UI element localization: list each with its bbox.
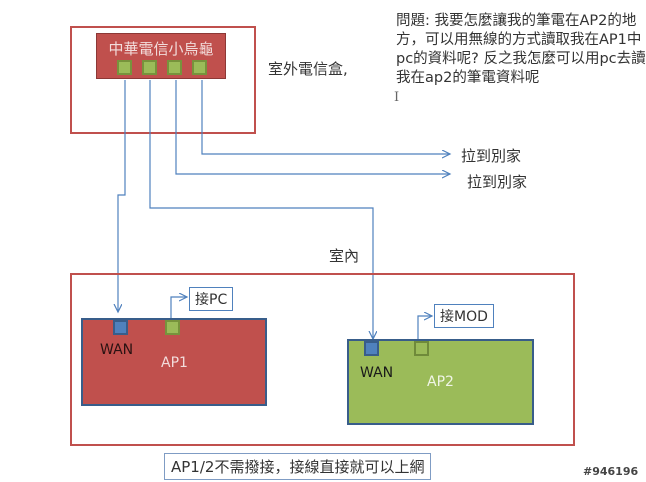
wire-ap1-lan-to-pc [170,297,187,318]
modem-title: 中華電信小烏龜 [108,40,214,58]
modem-port-1 [117,60,132,75]
ap2-wan-label: WAN [360,365,394,381]
ap1-box: WAN AP1 [81,318,267,406]
outdoor-box-frame [70,26,256,134]
footer-note: AP1/2不需撥接，接線直接就可以上網 [164,453,432,480]
text-cursor-icon: I [394,90,400,105]
ap1-wan-port [113,320,128,335]
outdoor-box-label: 室外電信盒, [268,60,348,78]
modem-port-3 [167,60,182,75]
indoor-label: 室內 [329,247,360,265]
ap2-name: AP2 [427,374,454,390]
ap1-name: AP1 [161,355,188,371]
modem-port-4 [192,60,207,75]
ap2-wan-port [364,341,379,356]
question-text: 問題: 我要怎麼讓我的筆電在AP2的地方，可以用無線的方式讀取我在AP1中pc的… [396,13,646,86]
wire-port4-to-neighbor [201,80,450,154]
modem-port-2 [142,60,157,75]
ap2-mod-callout: 接MOD [434,304,494,328]
ap1-pc-callout: 接PC [189,287,234,311]
watermark: #946196 [583,465,639,478]
modem-box: 中華電信小烏龜 [96,33,226,79]
wire-ap2-lan-to-mod [417,316,432,340]
wire-port1-to-ap1-wan [118,80,126,312]
indoor-frame [70,273,575,446]
ap1-lan-port [165,320,180,335]
neighbor-label-2: 拉到別家 [467,173,528,191]
ap1-wan-label: WAN [100,342,134,358]
ap2-lan-port [414,341,429,356]
neighbor-label-1: 拉到別家 [461,147,522,165]
wire-port3-to-neighbor [175,80,450,174]
ap2-box: WAN AP2 [347,339,534,425]
